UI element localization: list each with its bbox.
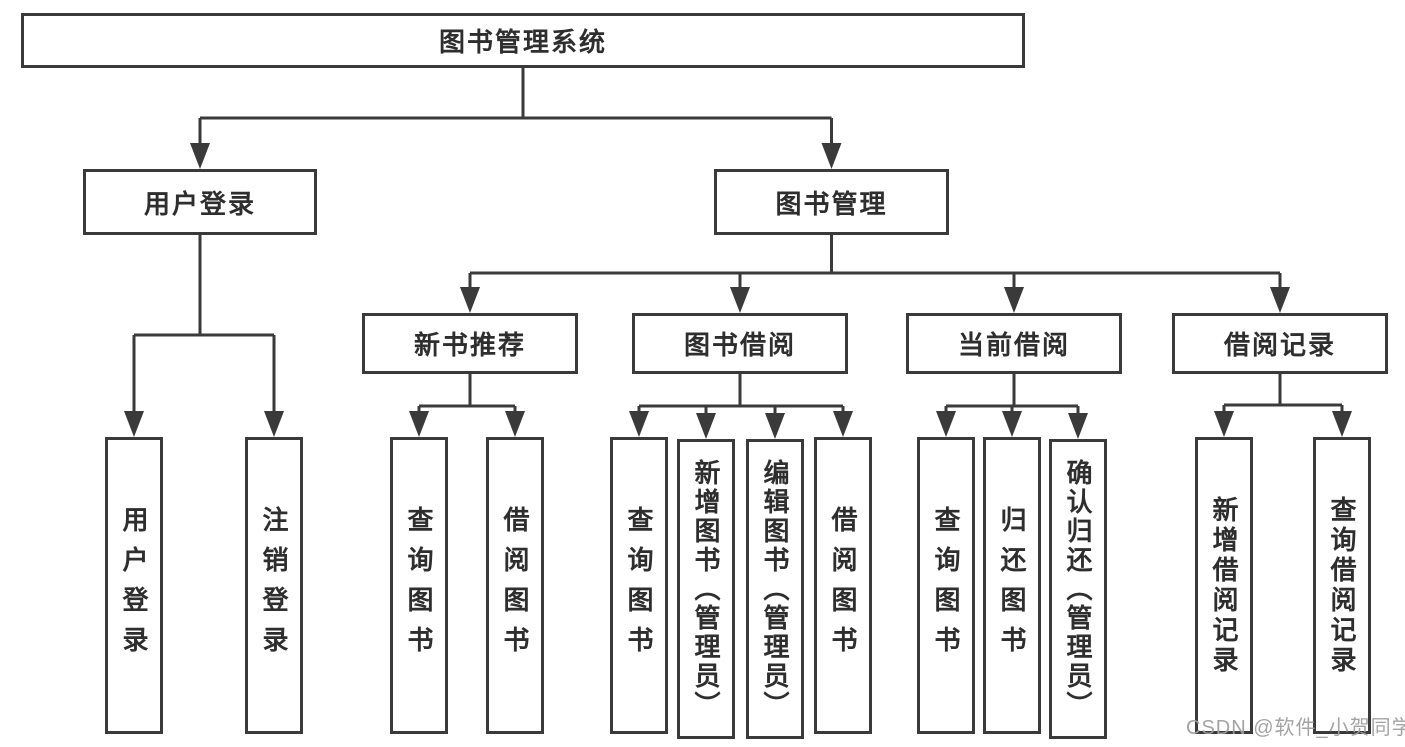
leaf-query-books-borrow-label: 查询图书 xyxy=(624,505,654,666)
node-borrowing-records: 借阅记录 xyxy=(1172,313,1388,374)
leaf-user-login: 用户登录 xyxy=(105,437,163,734)
node-root-system-label: 图书管理系统 xyxy=(438,27,607,57)
leaf-borrow-books-recommend-label: 借阅图书 xyxy=(500,505,530,666)
csdn-watermark: CSDN @软件_小贺同学 xyxy=(1186,717,1405,739)
leaf-logout-label: 注销登录 xyxy=(259,505,289,666)
node-current-borrowing-label: 当前借阅 xyxy=(957,330,1070,360)
leaf-add-borrow-record-label: 新增借阅记录 xyxy=(1209,495,1239,676)
leaf-edit-books-admin: 编辑图书（管理员） xyxy=(746,439,804,739)
node-current-borrowing: 当前借阅 xyxy=(906,313,1122,374)
leaf-user-login-label: 用户登录 xyxy=(119,505,149,666)
leaf-confirm-return-admin-label: 确认归还（管理员） xyxy=(1063,458,1093,720)
node-borrowing-records-label: 借阅记录 xyxy=(1223,330,1336,360)
leaf-query-books-recommend-label: 查询图书 xyxy=(404,505,434,666)
leaf-query-books-current: 查询图书 xyxy=(917,437,975,734)
leaf-return-books-label: 归还图书 xyxy=(997,505,1027,666)
node-new-book-recommend-label: 新书推荐 xyxy=(413,330,526,360)
node-root-system: 图书管理系统 xyxy=(21,13,1025,68)
node-book-borrowing-label: 图书借阅 xyxy=(683,330,796,360)
leaf-query-books-borrow: 查询图书 xyxy=(610,437,668,734)
node-book-borrowing: 图书借阅 xyxy=(632,313,848,374)
node-book-management-module: 图书管理 xyxy=(714,169,949,235)
leaf-add-books-admin: 新增图书（管理员） xyxy=(677,439,735,739)
tree-edges xyxy=(132,68,1344,416)
arrowhead-icons xyxy=(124,143,1352,439)
leaf-borrow-books-label: 借阅图书 xyxy=(828,505,858,666)
leaf-add-borrow-record: 新增借阅记录 xyxy=(1195,437,1253,734)
leaf-confirm-return-admin: 确认归还（管理员） xyxy=(1049,439,1107,739)
leaf-borrow-books-recommend: 借阅图书 xyxy=(486,437,544,734)
node-new-book-recommend: 新书推荐 xyxy=(362,313,578,374)
node-book-management-module-label: 图书管理 xyxy=(775,188,888,219)
leaf-edit-books-admin-label: 编辑图书（管理员） xyxy=(760,458,790,720)
node-user-login-module-label: 用户登录 xyxy=(143,188,256,219)
leaf-query-books-current-label: 查询图书 xyxy=(931,505,961,666)
leaf-query-books-recommend: 查询图书 xyxy=(390,437,448,734)
leaf-return-books: 归还图书 xyxy=(983,437,1041,734)
node-user-login-module: 用户登录 xyxy=(83,169,317,235)
leaf-query-borrow-record: 查询借阅记录 xyxy=(1313,437,1371,734)
leaf-logout: 注销登录 xyxy=(245,437,303,734)
leaf-borrow-books: 借阅图书 xyxy=(814,437,872,734)
leaf-query-borrow-record-label: 查询借阅记录 xyxy=(1327,495,1357,676)
leaf-add-books-admin-label: 新增图书（管理员） xyxy=(691,458,721,720)
